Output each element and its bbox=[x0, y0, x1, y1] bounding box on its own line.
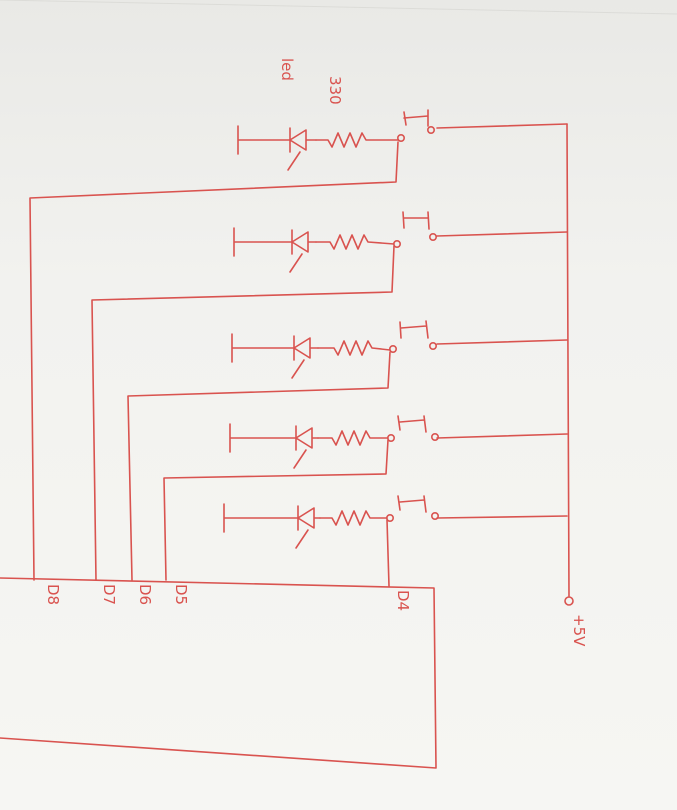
pin-label-d7: D7 bbox=[100, 584, 118, 605]
led-2 bbox=[233, 227, 317, 273]
feed-5 bbox=[436, 515, 568, 519]
switch-5 bbox=[385, 495, 439, 522]
resistor-5 bbox=[319, 510, 388, 526]
supply-terminal bbox=[564, 596, 574, 606]
led-5 bbox=[223, 503, 321, 549]
wire-d5 bbox=[163, 439, 389, 581]
wire-d6 bbox=[127, 351, 391, 581]
wire-d7 bbox=[91, 245, 395, 581]
pin-label-d5: D5 bbox=[172, 584, 190, 605]
feed-1 bbox=[436, 123, 568, 129]
resistor-3 bbox=[317, 340, 391, 356]
resistor-2 bbox=[315, 234, 395, 250]
resistor-4 bbox=[317, 430, 389, 446]
wire-d8 bbox=[29, 141, 399, 581]
supply-label: +5V bbox=[570, 614, 588, 647]
board-outline bbox=[0, 577, 437, 769]
led-label: led bbox=[278, 58, 296, 81]
feed-3 bbox=[436, 339, 568, 345]
pin-label-d8: D8 bbox=[44, 584, 62, 605]
resistor-value-label: 330 bbox=[326, 76, 344, 105]
paper-edge bbox=[0, 0, 677, 15]
pin-label-d6: D6 bbox=[136, 584, 154, 605]
switch-3 bbox=[388, 320, 437, 353]
feed-4 bbox=[436, 433, 568, 439]
wire-d4 bbox=[386, 519, 390, 587]
switch-2 bbox=[392, 211, 437, 249]
switch-4 bbox=[386, 415, 439, 442]
supply-rail bbox=[566, 123, 570, 597]
resistor-1 bbox=[315, 132, 399, 148]
pin-label-d4: D4 bbox=[394, 590, 412, 611]
led-4 bbox=[229, 423, 319, 469]
switch-1 bbox=[396, 109, 435, 143]
feed-2 bbox=[436, 231, 568, 237]
led-1 bbox=[237, 125, 317, 171]
led-3 bbox=[231, 333, 319, 379]
